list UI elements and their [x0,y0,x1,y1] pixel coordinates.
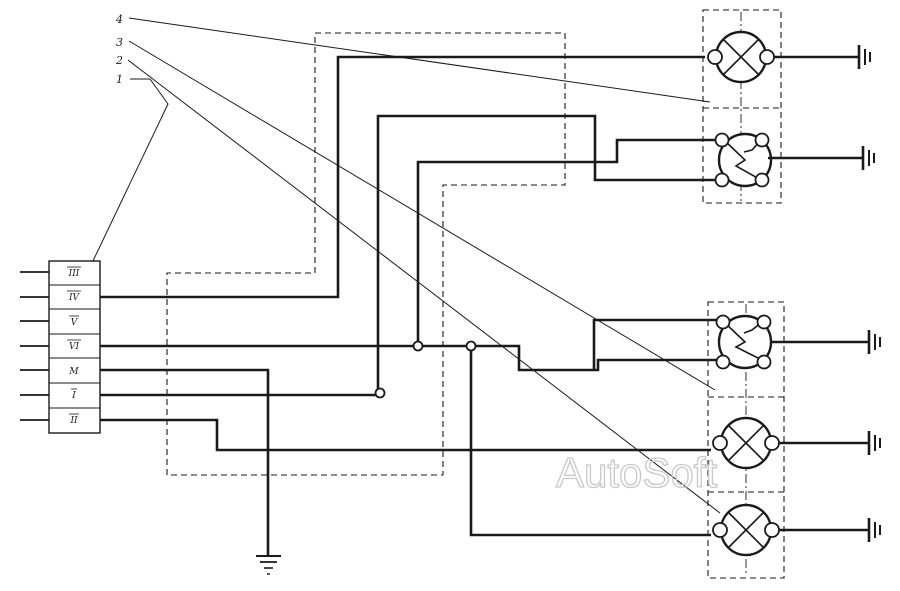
callout-3: 3 [116,36,123,49]
wire-VI-branch-rear [469,346,711,537]
front-dual-lamp [714,132,773,188]
rear-lamp-housing [707,301,785,579]
chassis-ground-icon [867,330,881,354]
pin-label-V: V [71,318,79,328]
wire-M [100,368,270,555]
front-lamp-housing [702,9,782,204]
front-headlamp [707,30,775,84]
callout-leaders [91,17,721,514]
pin-label-M: M [68,367,79,377]
junction-node-2 [465,340,477,352]
wire-rear-dual-upper [592,318,720,370]
wire-IV [100,55,705,299]
wire-I [100,114,719,397]
chassis-ground-icon [857,45,871,69]
wire-II [100,418,711,452]
pin-label-VI: VI [69,342,79,352]
chassis-ground-icon [867,431,881,455]
chassis-ground-icon [867,518,881,542]
wire-VI [100,344,720,372]
callout-1: 1 [116,73,123,86]
ground-leads [768,55,868,532]
pin-overbars [67,266,81,415]
pin-label-IV: IV [68,293,81,303]
earth-ground-icon [256,555,281,575]
pin-label-I: I [71,391,76,401]
rear-dual-lamp [715,314,773,370]
pin-label-III: III [68,269,80,279]
rear-middle-lamp [712,416,780,470]
callout-4: 4 [115,13,123,26]
chassis-ground-icon [861,146,875,170]
junction-node-1 [412,340,424,352]
watermark: AutoSoft [556,449,717,496]
callout-2: 2 [115,54,123,67]
wire-VI-branch-front [416,138,719,346]
junction-node-3 [374,387,386,399]
pin-label-II: II [69,416,78,426]
connector-block [20,260,101,434]
rear-bottom-lamp [712,503,780,557]
harness-outline [166,32,566,476]
